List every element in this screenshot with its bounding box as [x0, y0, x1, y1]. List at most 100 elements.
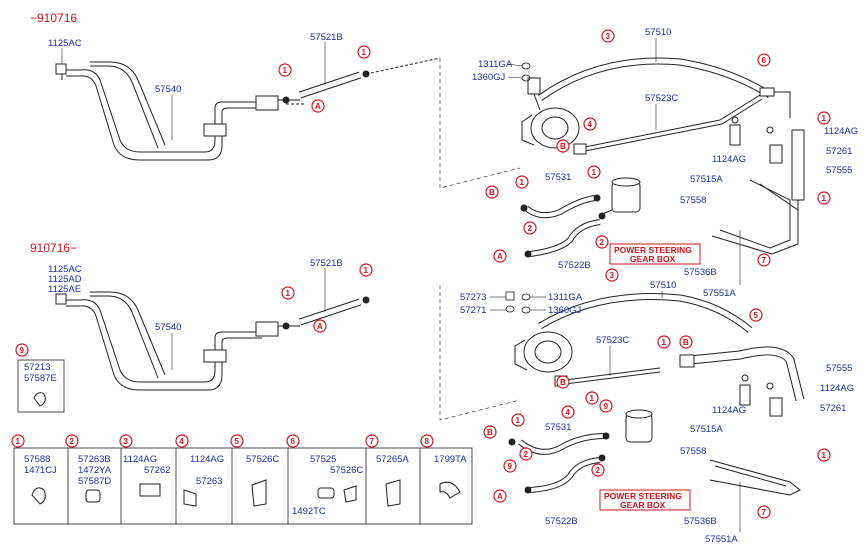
label-top-1124AG-right: 1124AG [824, 126, 858, 137]
svg-text:1: 1 [516, 416, 521, 425]
label-top-57540: 57540 [155, 84, 181, 95]
svg-text:1: 1 [822, 114, 827, 123]
legend-8-clip-icon [439, 481, 461, 499]
label-top-57261: 57261 [826, 146, 852, 157]
marker-1-mid-d: 1 [585, 391, 599, 405]
marker-B-mid-c: B [483, 425, 497, 439]
legend-4-bracket-icon [183, 489, 197, 507]
marker-1-top-e: 1 [515, 175, 529, 189]
legend-col-3: 3 1124AG 57262 [119, 434, 170, 497]
marker-1-mid-c: 1 [657, 335, 671, 349]
marker-9-legend: 9 [15, 343, 29, 357]
top-hose-57521B [282, 57, 441, 105]
label-mid-57540: 57540 [155, 322, 181, 333]
legend-5-bracket-icon [251, 479, 267, 507]
svg-text:9: 9 [508, 462, 513, 471]
svg-text:GEAR BOX: GEAR BOX [630, 254, 676, 264]
top-pipe-57523C [573, 94, 763, 155]
svg-text:7: 7 [762, 508, 767, 517]
svg-text:B: B [560, 142, 566, 151]
svg-text:1: 1 [592, 168, 597, 177]
marker-9-mid-a: 9 [599, 399, 613, 413]
top-hose-57510 [537, 57, 791, 118]
svg-text:3: 3 [606, 32, 611, 41]
label-top-1311GA: 1311GA [478, 59, 513, 70]
marker-2-mid-a: 2 [519, 447, 533, 461]
legend-7-part-a: 57265A [376, 454, 409, 465]
marker-5-mid: 5 [749, 308, 763, 322]
label-top-57510: 57510 [645, 27, 671, 38]
top-pump [521, 77, 580, 149]
svg-text:B: B [489, 188, 495, 197]
marker-3-top: 3 [601, 29, 615, 43]
marker-2-top-a: 2 [523, 221, 537, 235]
svg-text:3: 3 [610, 271, 615, 280]
label-mid-57551A: 57551A [705, 534, 738, 545]
marker-1-top-a: 1 [278, 63, 292, 77]
marker-1-mid-f: 1 [817, 448, 831, 462]
svg-text:1: 1 [662, 338, 667, 347]
top-brackets [729, 116, 783, 164]
legend-col-7: 7 57265A [365, 434, 409, 507]
label-top-57531: 57531 [545, 172, 571, 183]
label-mid-57555: 57555 [826, 363, 852, 374]
legend-6-sleeve-icon [317, 487, 335, 499]
marker-6-top: 6 [757, 53, 771, 67]
label-mid-57558: 57558 [680, 446, 706, 457]
legend9-clip-icon [33, 392, 46, 407]
top-reservoir [599, 177, 641, 216]
label-mid-1125AE: 1125AE [48, 284, 81, 295]
label-top-1124AG-left: 1124AG [712, 154, 746, 165]
svg-text:5: 5 [754, 311, 759, 320]
svg-text:A: A [315, 102, 321, 111]
legend-col-1: 1 57588 1471CJ [11, 434, 57, 505]
middle-hose-57521B [282, 296, 370, 330]
svg-text:7: 7 [762, 256, 767, 265]
legend-6-bracket-icon [343, 485, 357, 503]
marker-B-mid-b: B [556, 375, 570, 389]
legend-1-part-b: 1471CJ [24, 465, 57, 476]
svg-text:1: 1 [822, 194, 827, 203]
marker-A-mid-right: A [493, 489, 507, 503]
label-mid-57273: 57273 [460, 292, 486, 303]
marker-2-top-b: 2 [595, 235, 609, 249]
svg-text:9: 9 [20, 346, 25, 355]
svg-text:1: 1 [16, 437, 21, 446]
svg-text:2: 2 [70, 437, 75, 446]
middle-brackets [739, 374, 783, 417]
legend-2-part-c: 57587D [78, 476, 111, 487]
svg-text:1: 1 [520, 178, 525, 187]
label-legend9-b: 57587E [24, 373, 57, 384]
middle-left-pipe-assembly [55, 291, 300, 391]
label-mid-57515A: 57515A [690, 424, 723, 435]
gearbox-label-top: POWER STEERING GEAR BOX [609, 243, 701, 265]
svg-text:1: 1 [822, 451, 827, 460]
svg-text:1: 1 [590, 394, 595, 403]
middle-hose-57510 [538, 293, 753, 333]
svg-text:A: A [497, 252, 503, 261]
svg-text:7: 7 [370, 437, 375, 446]
svg-text:1: 1 [362, 48, 367, 57]
legend-3-bracket-icon [139, 483, 161, 497]
svg-text:4: 4 [180, 437, 185, 446]
svg-text:1: 1 [286, 289, 291, 298]
marker-1-mid-b: 1 [359, 263, 373, 277]
label-mid-1125AD: 1125AD [48, 274, 82, 285]
svg-text:2: 2 [524, 450, 529, 459]
svg-text:1: 1 [364, 266, 369, 275]
svg-text:A: A [317, 322, 323, 331]
legend-5-part-a: 57526C [246, 454, 279, 465]
legend-3-part-b: 57262 [144, 465, 170, 476]
middle-reservoir [625, 409, 653, 443]
label-mid-57531: 57531 [545, 422, 571, 433]
top-pipe-57555 [711, 129, 805, 255]
marker-7-top: 7 [757, 253, 771, 267]
legend-4-part-a: 1124AG [190, 454, 224, 465]
svg-text:B: B [487, 428, 493, 437]
top-hoses-lower [520, 194, 606, 258]
legend-3-part-a: 1124AG [123, 454, 157, 465]
middle-hose-57555 [679, 346, 805, 402]
top-left-pipe-assembly [55, 61, 300, 161]
